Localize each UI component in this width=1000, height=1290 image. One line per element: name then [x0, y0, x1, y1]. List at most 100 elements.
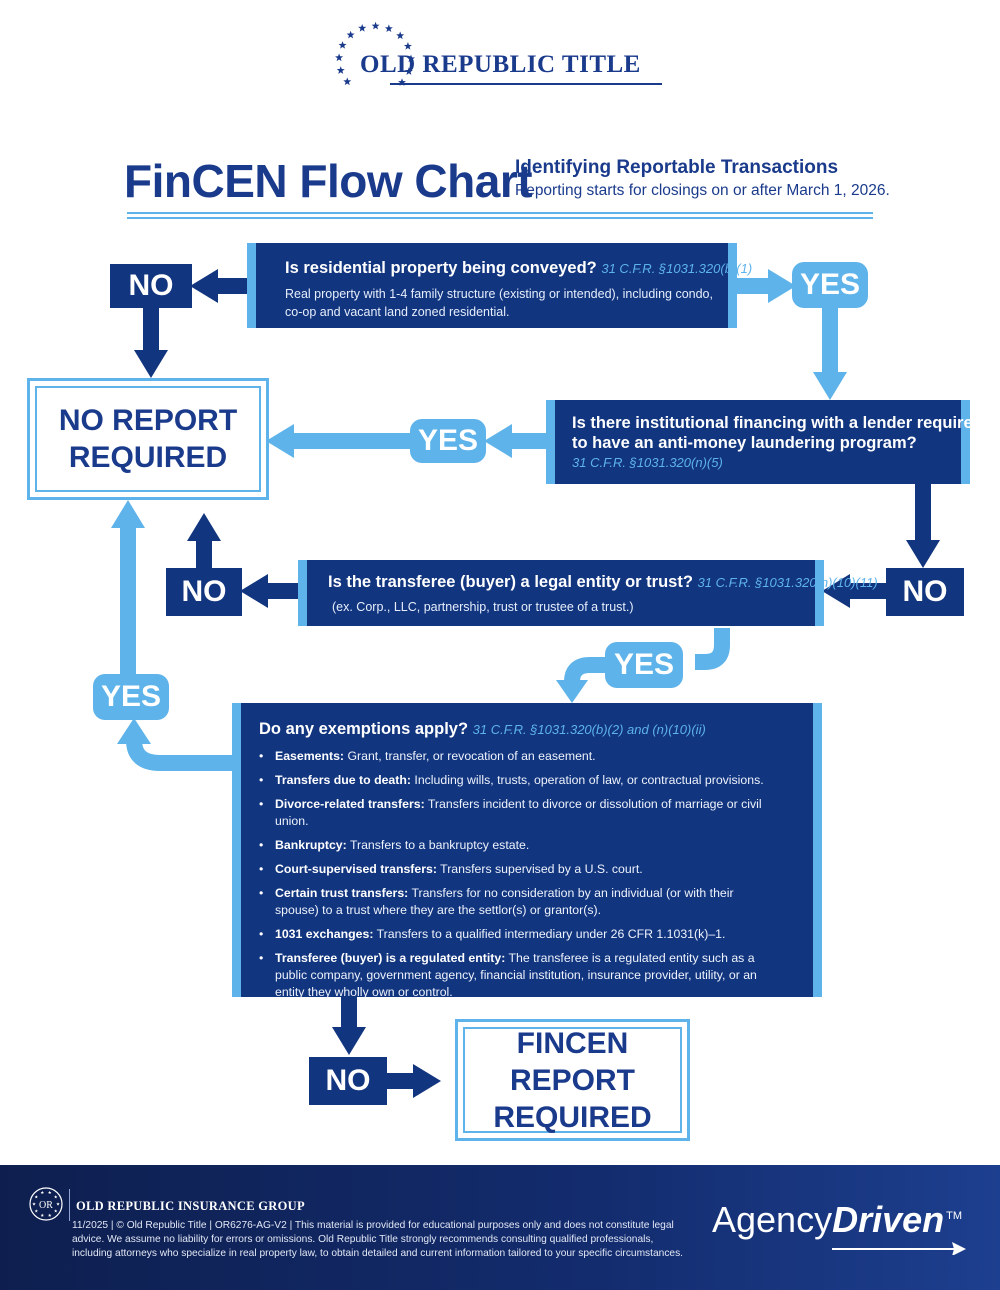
arrow-no4-to-no-report — [187, 513, 221, 569]
flow-connectors — [111, 269, 940, 1098]
question-institutional-financing: Is there institutional financing with a … — [546, 400, 983, 484]
exemption-item: Easements: Grant, transfer, or revocatio… — [259, 748, 779, 765]
q4-citation: 31 C.F.R. §1031.320(b)(2) and (n)(10)(ii… — [472, 722, 706, 737]
exemption-term: Divorce-related transfers: — [275, 797, 425, 811]
exemption-item: Divorce-related transfers: Transfers inc… — [259, 796, 779, 830]
title-divider-bottom — [127, 217, 873, 219]
answer-no-q4: NO — [309, 1057, 387, 1105]
answer-no-q3: NO — [166, 568, 242, 616]
arrow-q2-to-no — [906, 484, 940, 568]
outcome-no-report-required: NO REPORT REQUIRED — [27, 378, 269, 500]
q1-citation: 31 C.F.R. §1031.320(b)(1) — [601, 261, 753, 276]
arrow-q3-to-yes — [556, 628, 730, 703]
footer-divider — [69, 1189, 70, 1221]
q1-right-bar — [728, 243, 737, 328]
answer-yes-q1: YES — [792, 262, 868, 308]
q4-question: Do any exemptions apply? 31 C.F.R. §1031… — [259, 719, 706, 740]
brand-swoosh-icon — [832, 1242, 966, 1255]
exemption-item: 1031 exchanges: Transfers to a qualified… — [259, 926, 779, 943]
q3-detail: (ex. Corp., LLC, partnership, trust or t… — [332, 600, 634, 614]
fincen-report-inner-frame: FINCEN REPORT REQUIRED — [463, 1026, 682, 1134]
question-exemptions: Do any exemptions apply? 31 C.F.R. §1031… — [232, 703, 822, 999]
exemption-term: Certain trust transfers: — [275, 886, 409, 900]
q1-detail: Real property with 1-4 family structure … — [285, 285, 713, 321]
q1-question: Is residential property being conveyed? … — [285, 258, 752, 279]
star-ring-icon — [335, 21, 415, 86]
title-divider-top — [127, 212, 873, 214]
answer-yes-q4: YES — [93, 674, 169, 720]
footer: OR OLD REPUBLIC INSURANCE GROUP 11/2025 … — [0, 1165, 1000, 1290]
exemption-item: Transfers due to death: Including wills,… — [259, 772, 779, 789]
exemption-term: Court-supervised transfers: — [275, 862, 437, 876]
exemption-term: 1031 exchanges: — [275, 927, 374, 941]
arrow-yes4-to-no-report — [111, 500, 145, 675]
company-logo: OLD REPUBLIC TITLE — [330, 20, 670, 100]
reporting-start-note: Reporting starts for closings on or afte… — [515, 182, 890, 199]
question-legal-entity-or-trust: Is the transferee (buyer) a legal entity… — [298, 560, 878, 626]
arrow-q3-to-no — [240, 574, 299, 608]
exemption-description: Transfers to a bankruptcy estate. — [346, 838, 530, 852]
seal-icon: OR — [29, 1187, 63, 1221]
answer-yes-q2: YES — [410, 419, 486, 463]
exemption-description: Transfers incident to divorce or dissolu… — [275, 797, 762, 828]
q3-citation: 31 C.F.R. §1031.320(n)(10)(11) — [697, 575, 878, 590]
q2-question-line1: Is there institutional financing with a … — [572, 414, 983, 432]
arrow-no3-to-q3 — [822, 574, 887, 608]
exemption-term: Transferee (buyer) is a regulated entity… — [275, 951, 506, 965]
outcome-fincen-report-required: FINCEN REPORT REQUIRED — [455, 1019, 690, 1141]
exemption-item: Transferee (buyer) is a regulated entity… — [259, 950, 779, 1001]
q4-right-bar — [813, 703, 822, 997]
answer-yes-q3: YES — [605, 642, 683, 688]
q1-detail-line1: Real property with 1-4 family structure … — [285, 287, 713, 301]
arrow-q4-to-no — [332, 997, 366, 1055]
footer-disclaimer: 11/2025 | © Old Republic Title | OR6276-… — [72, 1219, 683, 1261]
exemption-description: Grant, transfer, or revocation of an eas… — [344, 749, 596, 763]
arrow-q1-to-yes — [737, 269, 796, 303]
q1-question-text: Is residential property being conveyed? — [285, 259, 597, 277]
arrow-q1-to-no — [190, 269, 247, 303]
logo-underline — [390, 83, 662, 85]
q3-right-bar — [815, 560, 824, 626]
exemption-term: Transfers due to death: — [275, 773, 411, 787]
disclaimer-line3: including attorneys who specialize in re… — [72, 1248, 684, 1259]
brand-driven: Driven — [832, 1199, 945, 1240]
q3-left-bar — [298, 560, 307, 626]
arrow-no1-to-no-report — [134, 308, 168, 378]
page-subtitle: Identifying Reportable Transactions — [515, 157, 839, 178]
exemption-description: Transfers supervised by a U.S. court. — [436, 862, 643, 876]
exemption-term: Easements: — [275, 749, 345, 763]
q1-left-bar — [247, 243, 256, 328]
q2-left-bar — [546, 400, 555, 484]
no-report-label: NO REPORT REQUIRED — [58, 404, 238, 474]
answer-no-q2: NO — [886, 568, 964, 616]
disclaimer-line1: 11/2025 | © Old Republic Title | OR6276-… — [72, 1220, 674, 1231]
logo-text: OLD REPUBLIC TITLE — [360, 51, 641, 78]
q2-question: Is there institutional financing with a … — [572, 413, 983, 453]
arrow-q2-to-yes — [484, 424, 548, 458]
arrow-yes2-to-no-report — [266, 424, 412, 458]
exemption-description: Transfers for no consideration by an ind… — [275, 886, 734, 917]
brand-agency: Agency — [712, 1199, 833, 1240]
no-report-inner-frame: NO REPORT REQUIRED — [35, 386, 261, 492]
q3-question: Is the transferee (buyer) a legal entity… — [328, 572, 878, 593]
page-title: FinCEN Flow Chart — [124, 155, 533, 207]
brand-tm: TM — [946, 1210, 963, 1222]
exemption-description: Transfers to a qualified intermediary un… — [373, 927, 726, 941]
q2-question-line2: to have an anti-money laundering program… — [572, 434, 917, 452]
answer-no-q1: NO — [110, 264, 192, 308]
exemption-item: Court-supervised transfers: Transfers su… — [259, 861, 779, 878]
exemption-description: Including wills, trusts, operation of la… — [410, 773, 764, 787]
arrow-yes1-to-q2 — [813, 308, 847, 400]
q2-citation: 31 C.F.R. §1031.320(n)(5) — [572, 455, 723, 470]
fincen-report-label: FINCEN REPORT REQUIRED — [493, 1026, 652, 1134]
q1-detail-line2: co-op and vacant land zoned residential. — [285, 305, 510, 319]
exemption-item: Bankruptcy: Transfers to a bankruptcy es… — [259, 837, 779, 854]
q3-question-text: Is the transferee (buyer) a legal entity… — [328, 573, 693, 591]
question-residential-property: Is residential property being conveyed? … — [247, 243, 752, 328]
q4-question-text: Do any exemptions apply? — [259, 720, 469, 738]
q4-left-bar — [232, 703, 241, 997]
exemption-term: Bankruptcy: — [275, 838, 347, 852]
disclaimer-line2: advice. We assume no liability for error… — [72, 1234, 654, 1245]
exemption-description: The transferee is a regulated entity suc… — [275, 951, 757, 999]
